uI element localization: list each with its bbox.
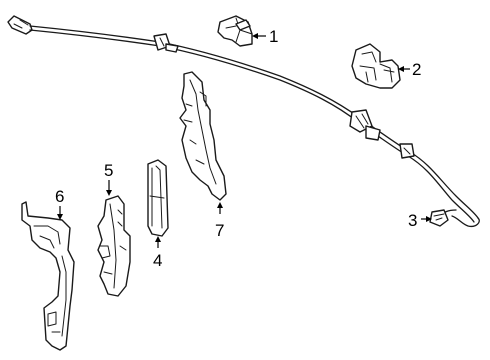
part-3-connector xyxy=(429,209,449,227)
callout-5: 5 xyxy=(104,161,113,196)
callout-4: 4 xyxy=(153,236,162,270)
callout-5-label: 5 xyxy=(104,161,113,180)
part-4-panel xyxy=(147,159,169,237)
part-5-bracket xyxy=(97,195,131,297)
callout-4-label: 4 xyxy=(153,251,162,270)
callout-3: 3 xyxy=(408,211,432,230)
part-6-bracket xyxy=(21,201,75,351)
part-7-trim-panel xyxy=(179,71,227,201)
callout-7: 7 xyxy=(215,202,224,240)
callout-1-label: 1 xyxy=(269,27,278,46)
callout-2-label: 2 xyxy=(412,60,421,79)
callout-6-label: 6 xyxy=(55,187,64,206)
wiring-harness xyxy=(7,15,480,228)
callout-6: 6 xyxy=(55,187,64,220)
callout-2: 2 xyxy=(398,60,421,79)
part-2-module xyxy=(351,43,401,89)
callout-3-label: 3 xyxy=(408,211,417,230)
callout-7-label: 7 xyxy=(215,221,224,240)
part-1-sensor xyxy=(217,15,253,47)
callout-1: 1 xyxy=(252,27,278,46)
